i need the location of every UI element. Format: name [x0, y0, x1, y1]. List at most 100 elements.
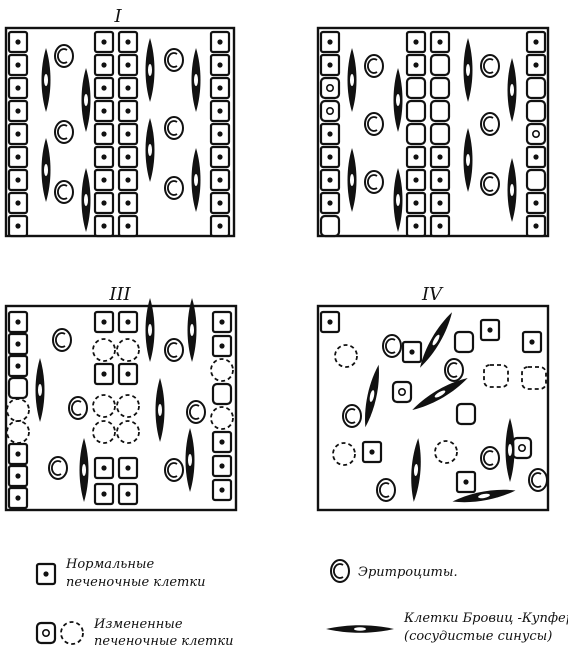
erythrocyte-icon	[53, 329, 71, 351]
changed-cell-icon	[431, 101, 449, 121]
normal-cell-icon	[9, 334, 27, 354]
changed-cell-icon	[527, 101, 545, 121]
normal-cell-icon	[9, 147, 27, 167]
changed-cell-icon	[407, 124, 425, 144]
kupffer-cell-icon	[146, 118, 155, 182]
dashed-cell-icon	[335, 345, 357, 367]
normal-cell-icon	[527, 32, 545, 52]
kupffer-cell-icon	[186, 428, 195, 492]
kupffer-cell-icon	[508, 58, 517, 122]
dashed-cell-icon	[484, 365, 508, 387]
normal-cell-icon	[95, 124, 113, 144]
normal-cell-icon	[407, 170, 425, 190]
panel-3: III	[6, 284, 236, 510]
kupffer-cell-icon	[409, 438, 422, 502]
normal-cell-icon	[119, 312, 137, 332]
normal-cell-icon	[9, 101, 27, 121]
kupffer-cell-icon	[348, 48, 357, 112]
erythrocyte-icon	[365, 55, 383, 77]
erythrocyte-icon	[383, 335, 401, 357]
kupffer-cell-icon	[464, 38, 473, 102]
panel-content	[321, 32, 545, 236]
erythrocyte-icon	[49, 457, 67, 479]
changed-cell-icon	[37, 623, 55, 643]
dashed-cell-icon	[117, 395, 139, 417]
normal-cell-icon	[9, 170, 27, 190]
erythrocyte-icon	[187, 401, 205, 423]
kupffer-cell-icon	[348, 148, 357, 212]
changed-cell-icon	[431, 78, 449, 98]
changed-cell-icon	[321, 78, 339, 98]
normal-cell-icon	[431, 193, 449, 213]
normal-cell-icon	[211, 55, 229, 75]
erythrocyte-icon	[481, 113, 499, 135]
erythrocyte-icon	[55, 45, 73, 67]
normal-cell-icon	[95, 55, 113, 75]
normal-cell-icon	[119, 32, 137, 52]
normal-cell-icon	[211, 147, 229, 167]
normal-cell-icon	[119, 78, 137, 98]
normal-cell-icon	[211, 78, 229, 98]
kupffer-cell-icon	[394, 68, 403, 132]
erythrocyte-icon	[55, 121, 73, 143]
panel-content	[321, 310, 547, 506]
erythrocyte-icon	[165, 459, 183, 481]
normal-cell-icon	[119, 124, 137, 144]
erythrocyte-icon	[165, 49, 183, 71]
changed-cell-icon	[431, 124, 449, 144]
changed-cell-icon	[321, 101, 339, 121]
changed-cell-icon	[457, 404, 475, 424]
legend-erythrocytes-label: Эритроциты.	[358, 565, 458, 580]
kupffer-cell-icon	[80, 438, 89, 502]
changed-cell-icon	[407, 101, 425, 121]
normal-cell-icon	[9, 466, 27, 486]
normal-cell-icon	[95, 170, 113, 190]
normal-cell-icon	[9, 216, 27, 236]
normal-cell-icon	[527, 193, 545, 213]
normal-cell-icon	[211, 124, 229, 144]
panel-1: I	[6, 6, 234, 236]
dashed-cell-icon	[117, 339, 139, 361]
changed-cell-icon	[431, 55, 449, 75]
dashed-cell-icon	[435, 441, 457, 463]
normal-cell-icon	[321, 55, 339, 75]
erythrocyte-icon	[343, 405, 361, 427]
normal-cell-icon	[119, 55, 137, 75]
legend-normal-line2: печеночные клетки	[66, 575, 206, 590]
normal-cell-icon	[527, 147, 545, 167]
normal-cell-icon	[211, 32, 229, 52]
legend-normal-line1: Нормальные	[65, 557, 155, 572]
normal-cell-icon	[9, 444, 27, 464]
panel-4: IV	[318, 284, 548, 510]
normal-cell-icon	[119, 170, 137, 190]
normal-cell-icon	[119, 193, 137, 213]
normal-cell-icon	[9, 124, 27, 144]
changed-cell-icon	[407, 78, 425, 98]
kupffer-cell-icon	[192, 48, 201, 112]
legend-erythrocytes: Эритроциты.	[331, 560, 458, 582]
changed-cell-icon	[527, 78, 545, 98]
normal-cell-icon	[9, 312, 27, 332]
normal-cell-icon	[95, 312, 113, 332]
normal-cell-icon	[481, 320, 499, 340]
kupffer-cell-icon	[156, 378, 165, 442]
normal-cell-icon	[95, 216, 113, 236]
changed-cell-icon	[321, 216, 339, 236]
kupffer-cell-icon	[82, 168, 91, 232]
panel-label: I	[113, 6, 122, 27]
kupffer-cell-icon	[326, 625, 394, 633]
changed-cell-icon	[527, 170, 545, 190]
normal-cell-icon	[95, 364, 113, 384]
legend-kupffer-cells: Клетки Бровиц -Купфера (сосудистые синус…	[326, 611, 568, 644]
normal-cell-icon	[407, 32, 425, 52]
dashed-cell-icon	[7, 399, 29, 421]
dashed-cell-icon	[93, 421, 115, 443]
normal-cell-icon	[119, 147, 137, 167]
kupffer-cell-icon	[146, 298, 155, 362]
kupffer-cell-icon	[42, 48, 51, 112]
dashed-cell-icon	[93, 339, 115, 361]
normal-cell-icon	[119, 458, 137, 478]
normal-cell-icon	[95, 458, 113, 478]
erythrocyte-icon	[529, 469, 547, 491]
